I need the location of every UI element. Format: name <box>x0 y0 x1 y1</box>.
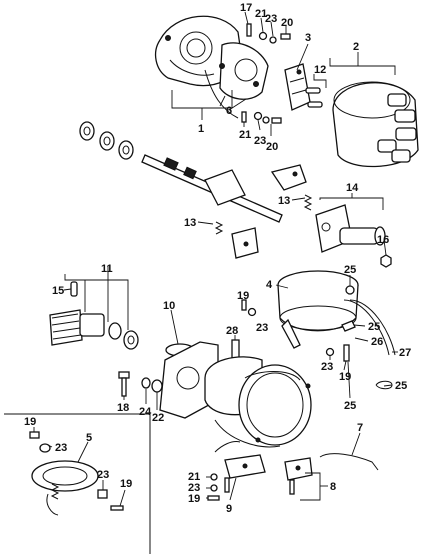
callout-20: 20 <box>266 141 278 153</box>
distributor-shaft <box>141 154 283 223</box>
lower-screws <box>241 111 282 124</box>
callout-14: 14 <box>346 182 359 194</box>
distributor-housing <box>159 341 312 448</box>
callout-25: 25 <box>368 321 380 333</box>
callout-6: 6 <box>226 105 232 117</box>
callout-26: 26 <box>371 336 383 348</box>
callout-23: 23 <box>97 469 109 481</box>
callout-24: 24 <box>139 406 152 418</box>
callout-28: 28 <box>226 325 238 337</box>
callout-9: 9 <box>226 503 232 515</box>
callout-19: 19 <box>188 493 200 505</box>
callout-2: 2 <box>353 41 359 53</box>
callout-25: 25 <box>395 380 407 392</box>
callout-23: 23 <box>55 442 67 454</box>
callout-21: 21 <box>239 129 251 141</box>
callout-23: 23 <box>188 482 200 494</box>
distributor-cap <box>332 81 419 168</box>
callout-13: 13 <box>184 217 196 229</box>
callout-23: 23 <box>256 322 268 334</box>
callout-25: 25 <box>344 264 356 276</box>
callout-labels: 17 21 23 20 3 2 12 1 6 21 23 20 13 14 13… <box>24 2 411 515</box>
callout-10: 10 <box>163 300 175 312</box>
callout-5: 5 <box>86 432 92 444</box>
vacuum-advance-unit <box>277 270 396 356</box>
callout-17: 17 <box>240 2 252 14</box>
callout-8: 8 <box>330 481 336 493</box>
leader-lines <box>33 11 398 507</box>
contact-points <box>284 63 311 111</box>
lower-left-screws <box>207 473 220 501</box>
callout-22: 22 <box>152 412 164 424</box>
callout-19: 19 <box>120 478 132 490</box>
pin <box>70 281 78 297</box>
washers-stack <box>79 121 134 160</box>
callout-23: 23 <box>254 135 266 147</box>
callout-16: 16 <box>377 234 389 246</box>
callout-3: 3 <box>305 32 311 44</box>
callout-7: 7 <box>357 422 363 434</box>
pins <box>305 87 323 108</box>
callout-15: 15 <box>52 285 64 297</box>
hold-down-bolt <box>118 371 163 397</box>
callout-1: 1 <box>198 123 204 135</box>
callout-25: 25 <box>344 400 356 412</box>
pickup-wire <box>319 453 379 471</box>
pickup-bracket <box>224 454 313 495</box>
lead-wire <box>214 441 241 453</box>
governor-weights <box>214 164 313 259</box>
callout-19: 19 <box>237 290 249 302</box>
inset-detail <box>4 413 151 554</box>
callout-18: 18 <box>117 402 129 414</box>
callout-23: 23 <box>321 361 333 373</box>
callout-23: 23 <box>265 13 277 25</box>
breaker-plate-assembly <box>154 15 269 119</box>
callout-19: 19 <box>339 371 351 383</box>
callout-27: 27 <box>399 347 411 359</box>
top-screws <box>246 23 291 44</box>
callout-20: 20 <box>281 17 293 29</box>
callout-4: 4 <box>266 279 273 291</box>
drive-gear <box>49 309 139 350</box>
callout-19: 19 <box>24 416 36 428</box>
callout-13: 13 <box>278 195 290 207</box>
callout-11: 11 <box>101 263 113 275</box>
callout-21: 21 <box>188 471 200 483</box>
vacuum-hoses <box>341 285 393 390</box>
callout-12: 12 <box>314 64 326 76</box>
callout-21: 21 <box>255 8 267 20</box>
